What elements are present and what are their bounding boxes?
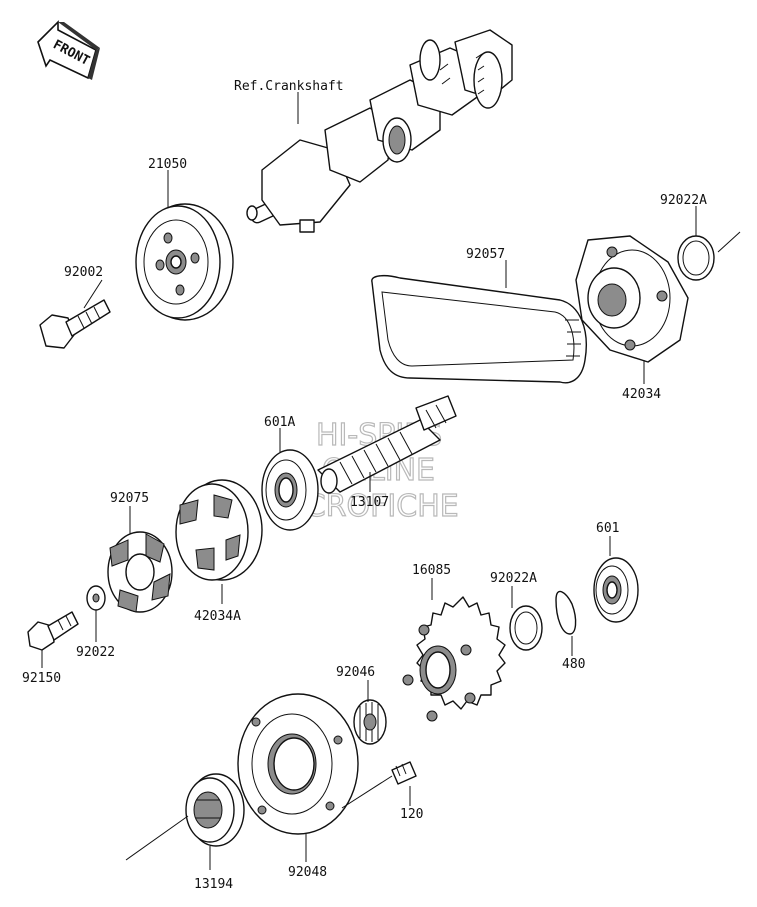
- label-21050: 21050: [148, 157, 187, 172]
- part-92002: [39, 299, 111, 349]
- part-120: [391, 761, 417, 785]
- part-92022A-mid: [509, 605, 543, 651]
- label-42034A: 42034A: [194, 609, 241, 624]
- part-480: [555, 590, 577, 635]
- label-92002: 92002: [64, 265, 103, 280]
- part-92075: [107, 531, 173, 613]
- label-92048: 92048: [288, 865, 327, 880]
- label-92022A-mid: 92022A: [490, 571, 537, 586]
- part-601A: [261, 449, 319, 531]
- label-601: 601: [596, 521, 619, 536]
- label-16085: 16085: [412, 563, 451, 578]
- part-42034: [575, 235, 689, 363]
- crankshaft: [246, 29, 513, 233]
- leader-lines: [41, 92, 741, 870]
- label-120: 120: [400, 807, 423, 822]
- part-601: [593, 557, 639, 623]
- part-16085: [402, 596, 506, 722]
- label-42034: 42034: [622, 387, 661, 402]
- label-92150: 92150: [22, 671, 61, 686]
- part-92150: [27, 611, 79, 651]
- part-92046: [353, 699, 387, 745]
- label-480: 480: [562, 657, 585, 672]
- part-13107: [317, 395, 457, 494]
- label-13194: 13194: [194, 877, 233, 892]
- part-92022A-top: [677, 235, 715, 281]
- part-labels: Ref.Crankshaft 21050 92002 92022A 92057 …: [22, 79, 707, 892]
- part-21050: [135, 203, 234, 321]
- label-92057: 92057: [466, 247, 505, 262]
- part-42034A: [175, 479, 263, 581]
- part-92057: [371, 274, 587, 384]
- part-92022: [86, 585, 106, 611]
- part-13194: [185, 773, 245, 847]
- label-92022: 92022: [76, 645, 115, 660]
- label-crankshaft: Ref.Crankshaft: [234, 79, 344, 94]
- label-92022A-top: 92022A: [660, 193, 707, 208]
- label-92046: 92046: [336, 665, 375, 680]
- label-601A: 601A: [264, 415, 295, 430]
- label-92075: 92075: [110, 491, 149, 506]
- label-13107: 13107: [350, 495, 389, 510]
- front-arrow-icon: FRONT: [37, 20, 100, 80]
- part-92048: [237, 693, 359, 835]
